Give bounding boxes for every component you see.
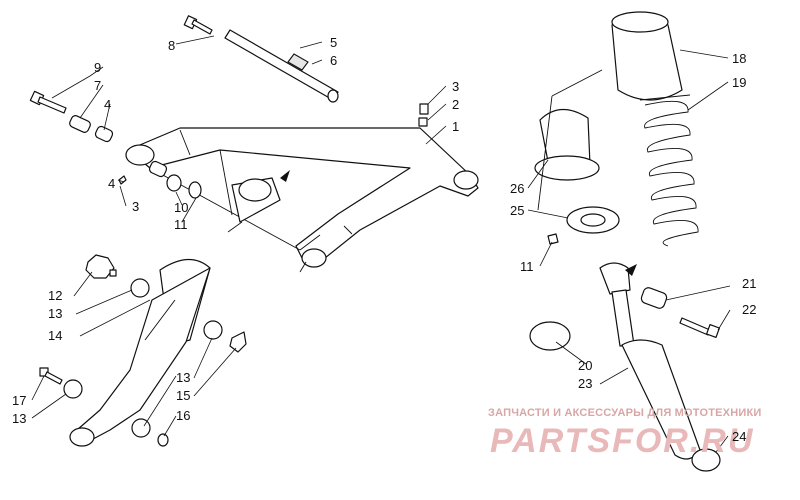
swing-arm [125, 127, 479, 273]
washer-20 [529, 321, 571, 351]
bushing-7 [69, 115, 91, 133]
watermark-tagline: ЗАПЧАСТИ И АКСЕССУАРЫ ДЛЯ МОТОТЕХНИКИ [488, 407, 761, 419]
callout-18: 18 [732, 51, 746, 66]
bushing-4a [94, 125, 114, 143]
callout-10: 10 [174, 200, 188, 215]
callout-11-left: 11 [174, 217, 188, 232]
washer-13d [131, 418, 151, 438]
callout-26: 26 [510, 181, 524, 196]
callout-23: 23 [578, 376, 592, 391]
callout-5: 5 [330, 35, 337, 50]
grease-fitting-3b [418, 103, 429, 127]
callout-1: 1 [452, 119, 459, 134]
leader-lines [31, 35, 731, 453]
callout-4-mid: 4 [108, 176, 115, 191]
bumper-18 [611, 11, 683, 101]
watermark-brand: PARTSFOR.RU [490, 422, 754, 460]
callout-9: 9 [94, 60, 101, 75]
grease-fitting-3a [118, 175, 127, 185]
callout-20: 20 [578, 358, 592, 373]
callout-21: 21 [742, 276, 756, 291]
wing-nut-15 [229, 331, 247, 353]
washer-13b [203, 320, 223, 340]
nut-16 [157, 433, 169, 447]
bolt-17 [39, 367, 63, 385]
bolt-22 [679, 317, 721, 339]
bushing-21 [640, 287, 668, 309]
direction-arrow-icon-2 [625, 264, 637, 276]
callout-12: 12 [48, 288, 62, 303]
nut-11b [547, 233, 559, 245]
callout-11-right: 11 [520, 259, 534, 274]
bolt-8 [183, 15, 213, 35]
washer-10 [166, 174, 182, 192]
washer-25-hole [580, 213, 606, 227]
callout-13-b: 13 [176, 370, 190, 385]
spring-seat-26 [534, 108, 600, 181]
callout-2: 2 [452, 97, 459, 112]
callout-6: 6 [330, 53, 337, 68]
direction-arrow-icon [280, 170, 290, 182]
callout-16: 16 [176, 408, 190, 423]
knob-12 [85, 254, 117, 279]
callout-25: 25 [510, 203, 524, 218]
callout-4-top: 4 [104, 97, 111, 112]
limiter-strap [69, 258, 211, 447]
callout-8: 8 [168, 38, 175, 53]
washer-13a [130, 278, 150, 298]
callout-22: 22 [742, 302, 756, 317]
bushing-4b [148, 160, 168, 178]
washer-13c [63, 379, 83, 399]
nut-11a [188, 181, 202, 199]
callout-7: 7 [94, 78, 101, 93]
shock-body-23 [599, 262, 721, 472]
callout-15: 15 [176, 388, 190, 403]
callout-3-right: 3 [452, 79, 459, 94]
callout-19: 19 [732, 75, 746, 90]
callout-3-left: 3 [132, 199, 139, 214]
bolt-9 [29, 90, 67, 114]
spring-19 [639, 94, 699, 247]
pivot-shaft [224, 29, 339, 103]
callout-13-a: 13 [48, 306, 62, 321]
callout-14: 14 [48, 328, 62, 343]
callout-24: 24 [732, 429, 746, 444]
callout-13-c: 13 [12, 411, 26, 426]
callout-17: 17 [12, 393, 26, 408]
